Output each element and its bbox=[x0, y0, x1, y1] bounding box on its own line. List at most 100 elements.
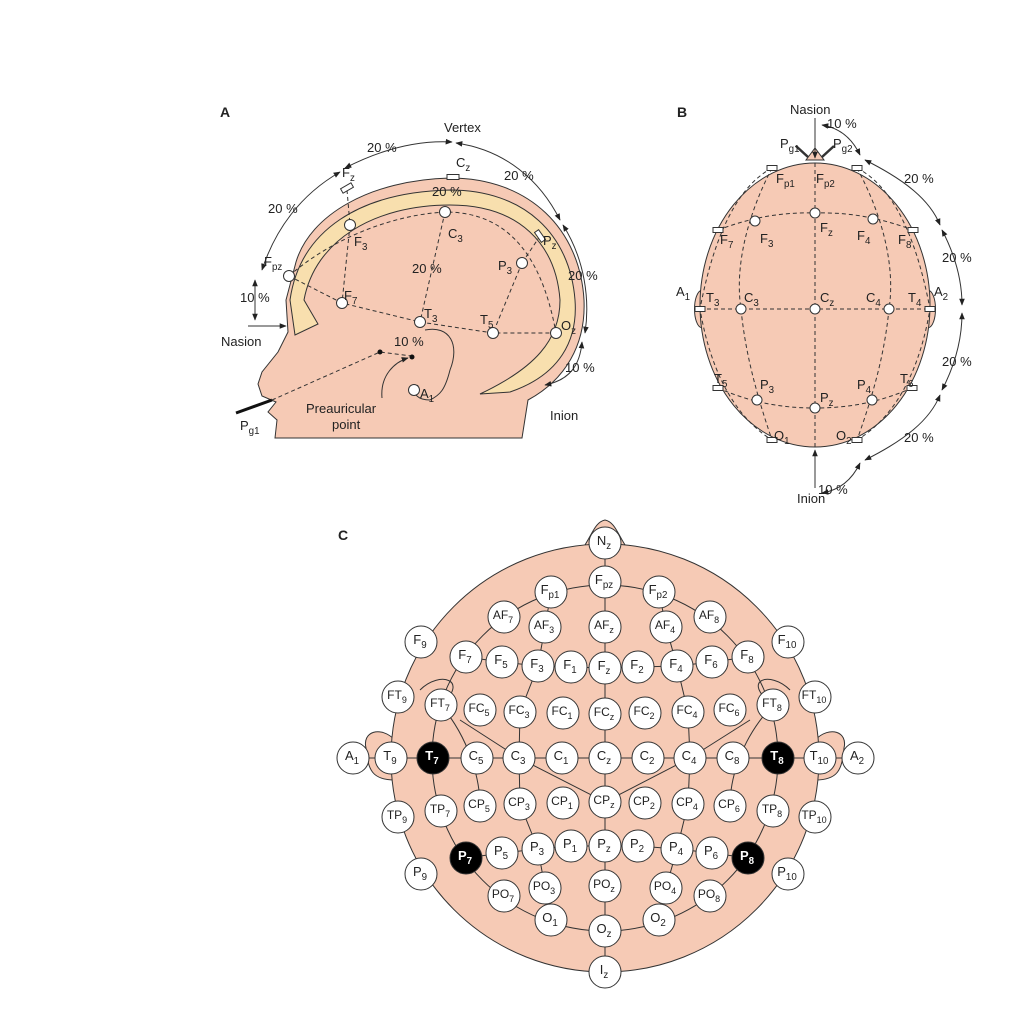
electrode-fc3: FC3 bbox=[503, 695, 537, 729]
electrode-marker bbox=[906, 385, 918, 391]
pointer-arrow bbox=[381, 357, 409, 399]
label-subscript: 4 bbox=[678, 847, 684, 858]
label-subscript: 7 bbox=[466, 655, 471, 666]
label-main: T bbox=[424, 306, 432, 321]
label-main: F bbox=[649, 582, 657, 597]
electrode-label: TP9 bbox=[387, 808, 407, 825]
electrode-p1: P1 bbox=[554, 829, 588, 863]
label-subscript: 7 bbox=[728, 240, 733, 251]
label-main: FC bbox=[551, 704, 567, 718]
skull-band bbox=[289, 189, 576, 395]
electrode-label: TP7 bbox=[430, 802, 450, 819]
percent-label: 10 % bbox=[394, 334, 424, 349]
electrode-circle bbox=[628, 786, 662, 820]
electrode-circle bbox=[336, 741, 370, 775]
electrode-circle bbox=[485, 836, 519, 870]
electrode-t10: T10 bbox=[803, 741, 837, 775]
electrode-label: PO7 bbox=[492, 887, 514, 904]
label-main: PO bbox=[593, 877, 610, 891]
electrode-label: CP5 bbox=[468, 797, 490, 814]
electrode-label: P4 bbox=[669, 839, 684, 858]
electrode-label: F8 bbox=[898, 232, 911, 251]
label-subscript: z bbox=[610, 884, 615, 894]
label-subscript: 7 bbox=[467, 856, 472, 867]
electrode-label: Oz bbox=[597, 921, 612, 940]
electrode-label: AF4 bbox=[655, 618, 675, 635]
label-subscript: 9 bbox=[402, 695, 407, 705]
label-main: F bbox=[354, 234, 362, 249]
electrode-marker bbox=[533, 228, 547, 244]
label-main: C bbox=[469, 748, 478, 763]
label-main: F bbox=[541, 582, 549, 597]
label-subscript: 9 bbox=[391, 756, 396, 767]
label-subscript: z bbox=[606, 541, 611, 552]
electrode-label: C5 bbox=[469, 748, 484, 767]
electrode-circle bbox=[503, 695, 537, 729]
electrode-label: PO8 bbox=[698, 887, 720, 904]
electrode-circle bbox=[449, 841, 483, 875]
electrode-label: F8 bbox=[740, 647, 753, 666]
label-subscript: 4 bbox=[875, 298, 881, 309]
label-main: P bbox=[563, 836, 572, 851]
label-subscript: 1 bbox=[571, 665, 576, 676]
label-main: FC bbox=[633, 704, 649, 718]
electrode-label: A1 bbox=[676, 284, 690, 303]
label-main: P bbox=[543, 233, 552, 248]
electrode-p10: P10 bbox=[771, 857, 805, 891]
percent-label: 20 % bbox=[504, 168, 534, 183]
label-subscript: z bbox=[609, 625, 614, 635]
label-main: C bbox=[682, 748, 691, 763]
label-subscript: 1 bbox=[784, 436, 789, 447]
label-main: F bbox=[820, 220, 828, 235]
electrode-tp8: TP8 bbox=[756, 794, 790, 828]
electrode-circle bbox=[771, 857, 805, 891]
electrode-circle bbox=[695, 645, 729, 679]
label-main: A bbox=[420, 386, 429, 401]
label-main: TP bbox=[430, 802, 445, 816]
preauricular-point-marker bbox=[409, 354, 415, 360]
label-subscript: 7 bbox=[509, 894, 514, 904]
nasion-point-marker bbox=[377, 349, 383, 355]
electrode-label: TP8 bbox=[762, 802, 782, 819]
label-main: AF bbox=[655, 618, 670, 632]
label-main: FT bbox=[802, 688, 817, 702]
pg1-electrode-wire bbox=[235, 398, 273, 415]
electrode-label: C1 bbox=[554, 748, 569, 767]
electrode-circle bbox=[660, 832, 694, 866]
measurement-arc bbox=[544, 341, 585, 387]
electrode-label: F7 bbox=[720, 232, 733, 251]
label-main: C bbox=[820, 290, 829, 305]
electrode-circle bbox=[404, 625, 438, 659]
electrode-nz: Nz bbox=[588, 526, 622, 560]
electrode-marker bbox=[550, 327, 562, 339]
electrode-label: T3 bbox=[706, 290, 719, 309]
electrode-circle bbox=[642, 575, 676, 609]
label-subscript: 3 bbox=[520, 756, 525, 767]
electrode-label: T6 bbox=[900, 371, 913, 390]
electrode-label: Cz bbox=[820, 290, 834, 309]
electrode-label: PO4 bbox=[654, 879, 676, 896]
electrode-circle bbox=[460, 741, 494, 775]
label-main: F bbox=[760, 231, 768, 246]
label-main: TP bbox=[762, 802, 777, 816]
electrode-circle bbox=[404, 857, 438, 891]
percent-label: 20 % bbox=[942, 250, 972, 265]
label-main: P bbox=[777, 864, 786, 879]
percent-label: 10 % bbox=[818, 482, 848, 497]
label-main: C bbox=[725, 748, 734, 763]
electrode-label: P2 bbox=[630, 836, 644, 855]
electrode-marker bbox=[344, 219, 356, 231]
electrode-o1: O1 bbox=[534, 903, 568, 937]
label-subscript: 4 bbox=[866, 385, 872, 396]
electrode-label: FCz bbox=[594, 705, 615, 722]
label-subscript: 10 bbox=[817, 815, 827, 825]
label-main: P bbox=[740, 848, 749, 863]
electrode-label: F9 bbox=[413, 632, 426, 651]
electrode-circle bbox=[588, 869, 622, 903]
label-main: O bbox=[597, 921, 607, 936]
label-subscript: 8 bbox=[714, 615, 719, 625]
label-main: AF bbox=[534, 618, 549, 632]
electrode-f6: F6 bbox=[695, 645, 729, 679]
